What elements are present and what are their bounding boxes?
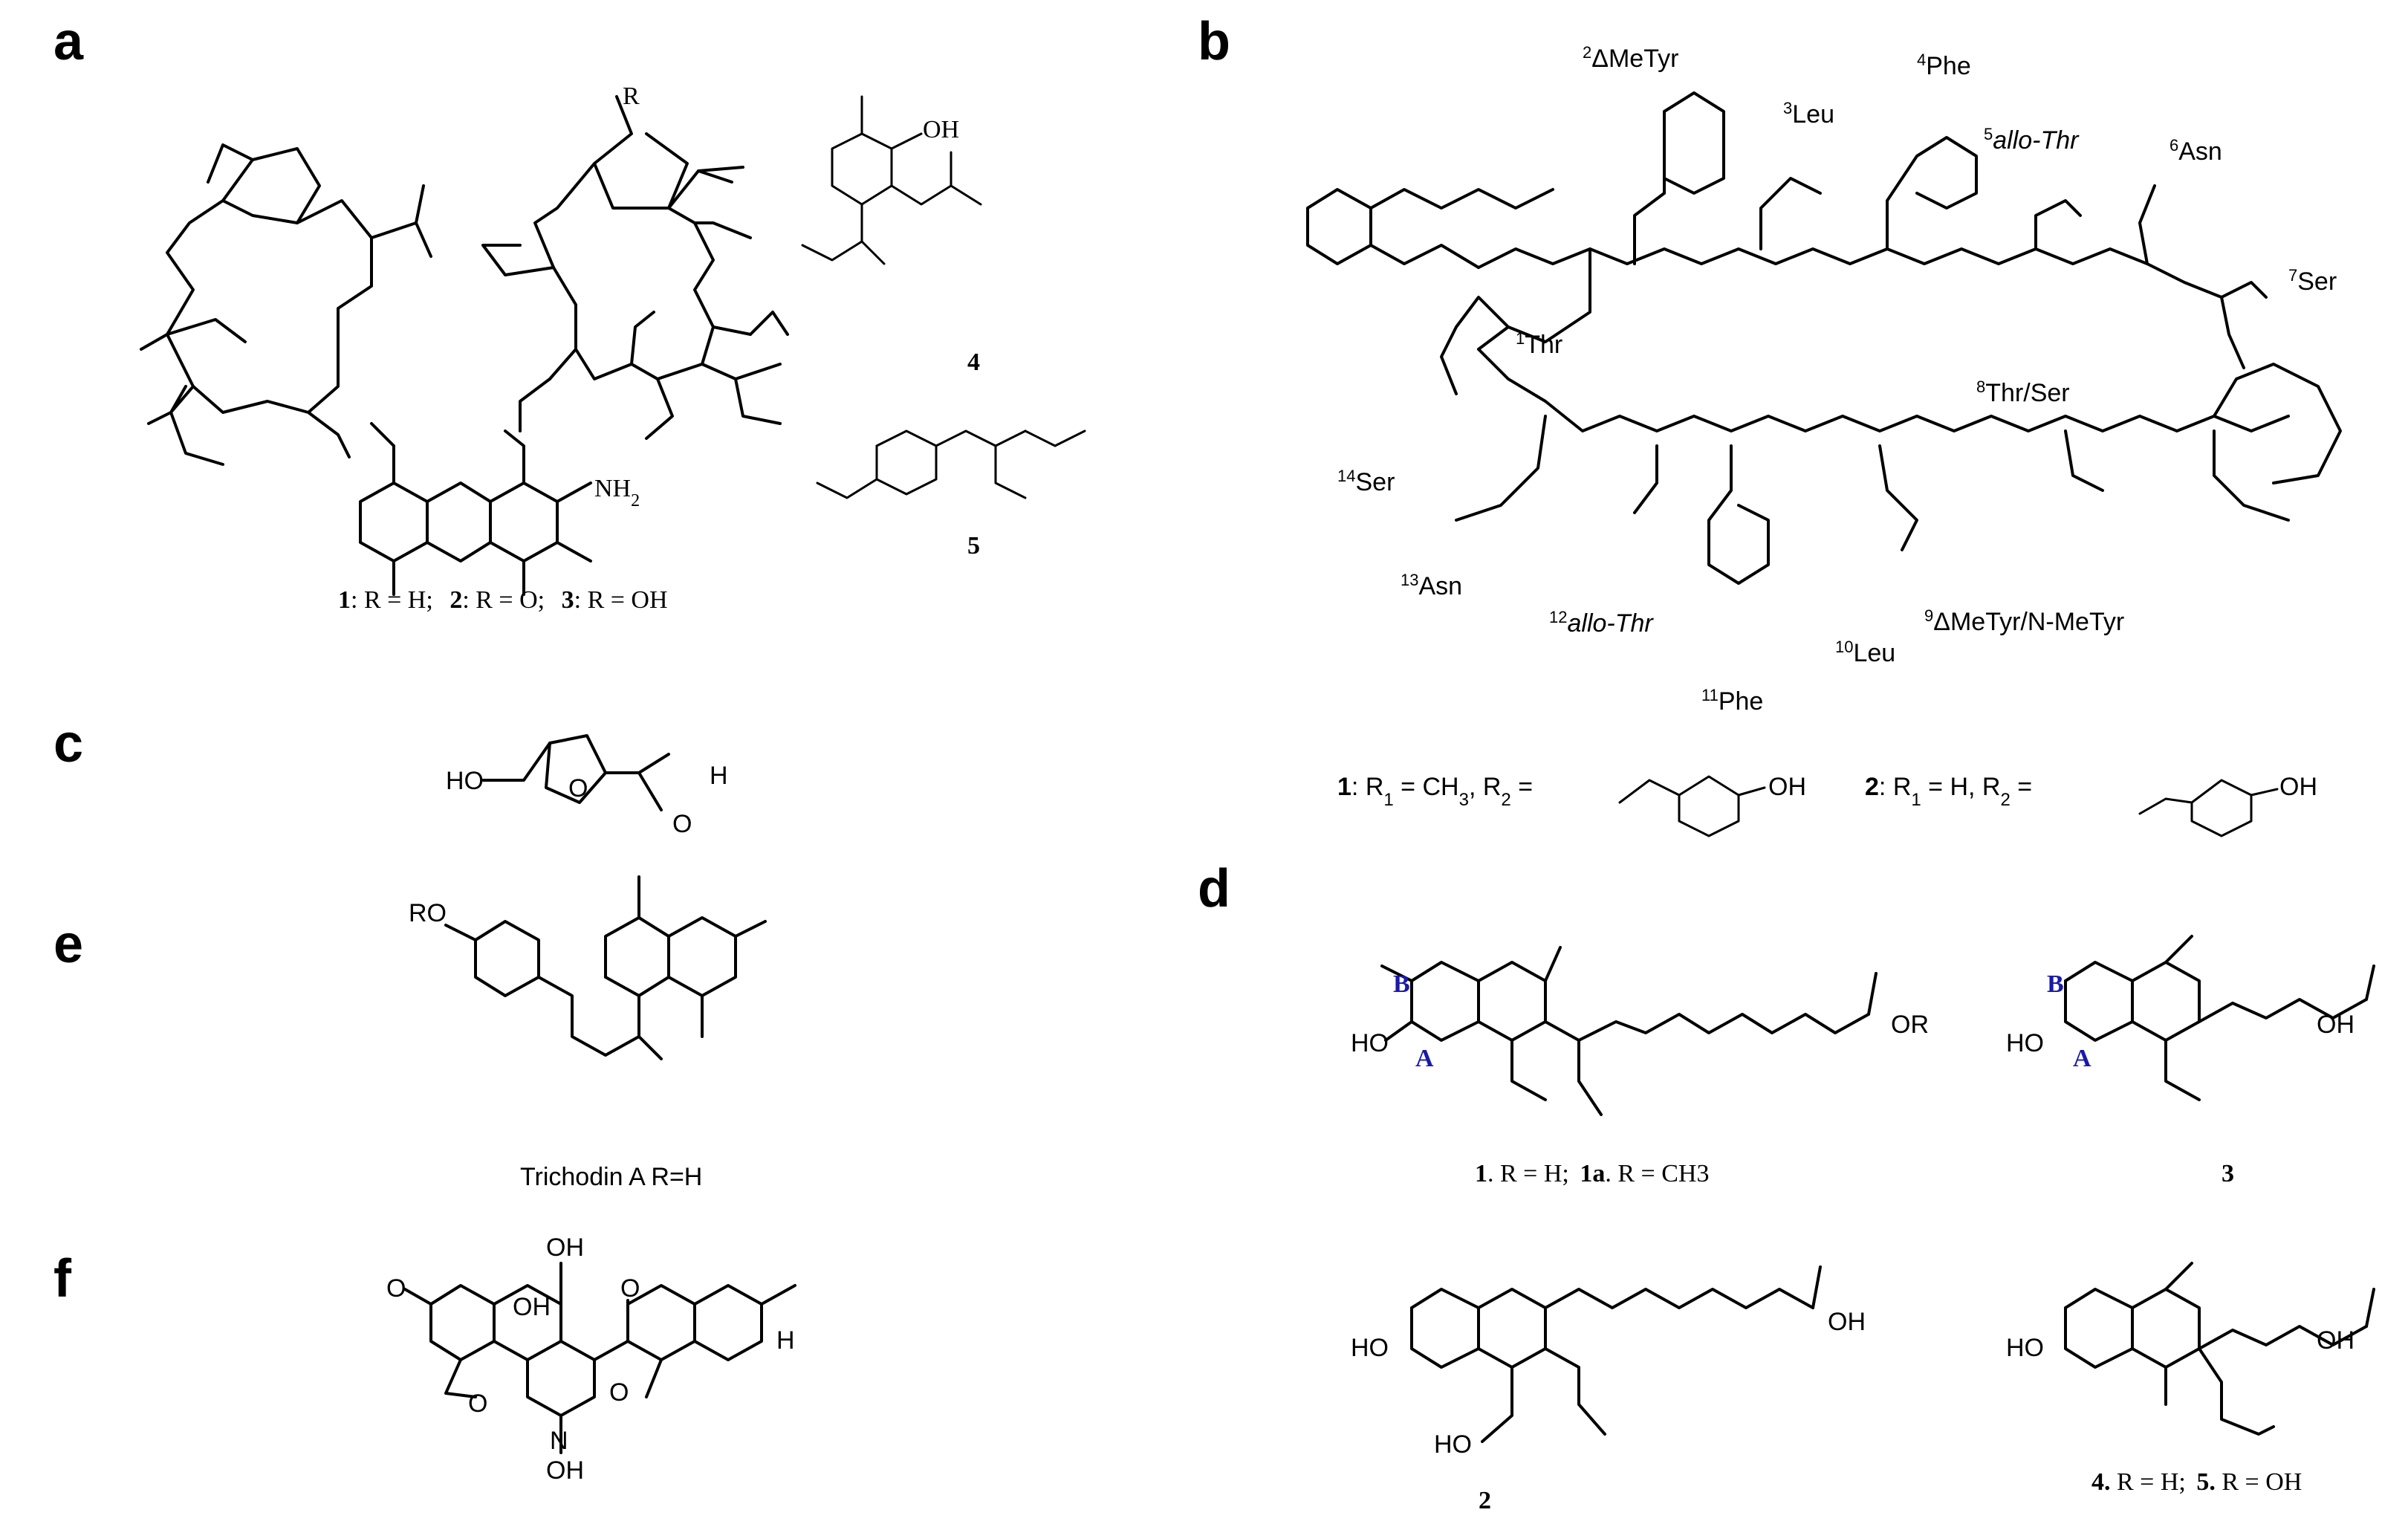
d-compound-3-bonds — [2064, 935, 2375, 1101]
d2-ch2oh: HO — [1434, 1430, 1472, 1459]
d3-oh: OH — [2317, 1011, 2355, 1039]
d-compound-2-bonds — [1410, 1265, 1822, 1443]
compound-5-label: 5 — [967, 532, 980, 560]
hmf-ring-o: O — [568, 774, 588, 803]
d3-ring-B: B — [2047, 970, 2064, 998]
legend-compound-1: 1: R1 = CH3, R2 = — [1337, 773, 1533, 810]
residue-6-label: 6Asn — [2170, 136, 2222, 166]
residue-14-label: 14Ser — [1337, 467, 1395, 497]
d1-caption: 1. R = H; 1a. R = CH3 — [1475, 1160, 1709, 1187]
trichodin-bonds — [444, 875, 767, 1060]
compound-4-oh: OH — [923, 116, 959, 143]
panel-a-R-label: R — [623, 82, 640, 110]
panel-f-h: H — [776, 1326, 795, 1355]
panel-f-oh-2: OH — [546, 1233, 584, 1262]
d45-caption: 4. R = H; 5. R = OH — [2091, 1468, 2302, 1496]
residue-11-label: 11Phe — [1701, 686, 1763, 716]
panel-f-n: N — [550, 1427, 568, 1455]
d45-ho: HO — [2006, 1334, 2044, 1362]
panel-e-letter: e — [53, 915, 83, 974]
legend-2-oh: OH — [2279, 773, 2317, 801]
panel-a-compound-5 — [816, 429, 1086, 499]
d1-or: OR — [1891, 1011, 1929, 1039]
residue-8-label: 8Thr/Ser — [1976, 377, 2070, 408]
legend-1-substituent — [1618, 775, 1766, 837]
legend-1-oh: OH — [1768, 773, 1806, 801]
d3-ring-A: A — [2073, 1045, 2091, 1072]
panel-e-structure: RO Trichodin A R=H — [409, 875, 767, 1191]
panel-a-nh2-label: NH2 — [594, 475, 640, 510]
d2-oh: OH — [1828, 1308, 1866, 1336]
d1-ho: HO — [1351, 1029, 1389, 1057]
d1-ring-A: A — [1415, 1045, 1434, 1072]
residue-9-label: 9ΔMeTyr/N-MeTyr — [1924, 606, 2124, 637]
legend-2-substituent — [2138, 779, 2279, 837]
panel-f-lactam-o: O — [609, 1378, 629, 1407]
d3-ho: HO — [2006, 1029, 2044, 1057]
d2-caption: 2 — [1479, 1487, 1491, 1514]
residue-13-label: 13Asn — [1401, 571, 1462, 601]
trichodin-ro: RO — [409, 899, 447, 927]
residue-4-label: 4Phe — [1917, 51, 1971, 81]
panel-a-left-macrocycle — [140, 143, 432, 466]
d2-ho: HO — [1351, 1334, 1389, 1362]
residue-12-label: 12allo-Thr — [1549, 608, 1654, 638]
panel-c-letter: c — [53, 714, 83, 774]
residue-7-label: 7Ser — [2288, 266, 2337, 296]
panel-f-structure: O OH OH OH O N O O H — [386, 1233, 796, 1485]
d45-oh: OH — [2317, 1326, 2355, 1355]
hmf-aldehyde-h: H — [710, 762, 728, 790]
panel-f-oh-1: OH — [513, 1293, 551, 1321]
panel-a-compound-4 — [801, 95, 982, 265]
panel-f-ketone2-o: O — [620, 1274, 640, 1303]
trichodin-caption: Trichodin A R=H — [520, 1163, 702, 1191]
panel-a-caption: 1: R = H; 2: R = O; 3: R = OH — [338, 586, 668, 614]
panel-f-letter: f — [53, 1249, 72, 1309]
legend-compound-2: 2: R1 = H, R2 = — [1865, 773, 2032, 810]
panel-f-ketone-o: O — [386, 1274, 406, 1303]
d-compound-45-bonds — [2064, 1262, 2375, 1436]
d1-ring-B: B — [1393, 970, 1410, 998]
panel-a-structures: R NH2 4 OH 5 1: R = H; 2: R = O; 3: R = — [140, 82, 1086, 614]
panel-b-peptide-backbone — [1306, 91, 2342, 585]
hmf-aldehyde-o: O — [672, 810, 692, 838]
residue-3-label: 3Leu — [1783, 99, 1834, 129]
d-compound-1-bonds — [1380, 946, 1878, 1116]
residue-2-label: 2ΔMeTyr — [1583, 43, 1678, 74]
residue-5-label: 5allo-Thr — [1984, 125, 2080, 155]
panel-a-phenoxazinone — [359, 422, 592, 596]
panel-f-epoxide-o: O — [468, 1390, 487, 1418]
panel-c-structure: HO O H O — [446, 734, 728, 838]
panel-d-letter: d — [1198, 859, 1230, 918]
d3-caption: 3 — [2222, 1160, 2234, 1187]
panel-a-right-macrocycle — [481, 95, 789, 440]
panel-a-letter: a — [53, 12, 84, 71]
hmf-bonds — [481, 734, 670, 811]
panel-f-n-oh: OH — [546, 1456, 584, 1485]
panel-b-legend: 1: R1 = CH3, R2 = OH 2: R1 = H, R2 = OH — [1337, 773, 2317, 837]
panel-b-letter: b — [1198, 12, 1230, 71]
compound-4-label: 4 — [967, 348, 980, 376]
panel-f-bonds — [403, 1262, 796, 1454]
residue-1-label: 1Thr — [1516, 329, 1562, 360]
hmf-ho: HO — [446, 767, 484, 795]
panel-b-structure: 1Thr 2ΔMeTyr 3Leu 4Phe 5allo-Thr 6Asn 7S… — [1306, 43, 2342, 837]
panel-d-structures: B A HO OR 1. R = H; 1a. R = CH3 B A HO O… — [1351, 935, 2375, 1514]
residue-10-label: 10Leu — [1835, 638, 1895, 668]
